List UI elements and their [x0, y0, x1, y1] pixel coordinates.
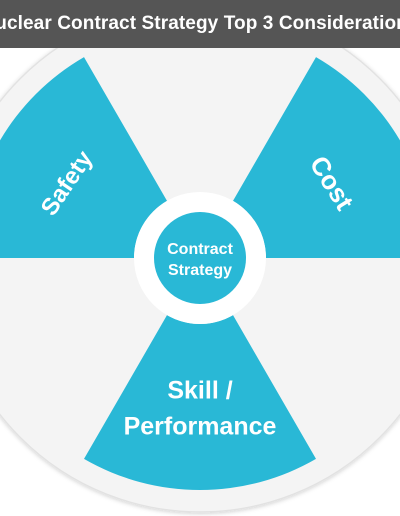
- skill-performance-segment: [84, 315, 316, 491]
- center-label-line1: Contract: [167, 241, 233, 258]
- center-label-line2: Strategy: [168, 262, 232, 279]
- skill-label-line2: Performance: [124, 413, 277, 441]
- center-hub: [154, 212, 246, 304]
- safety-segment: [0, 57, 167, 258]
- cost-segment: [233, 57, 400, 258]
- skill-label-line1: Skill /: [167, 377, 232, 405]
- page-title: Nuclear Contract Strategy Top 3 Consider…: [0, 13, 400, 34]
- title-bar: Nuclear Contract Strategy Top 3 Consider…: [0, 0, 400, 48]
